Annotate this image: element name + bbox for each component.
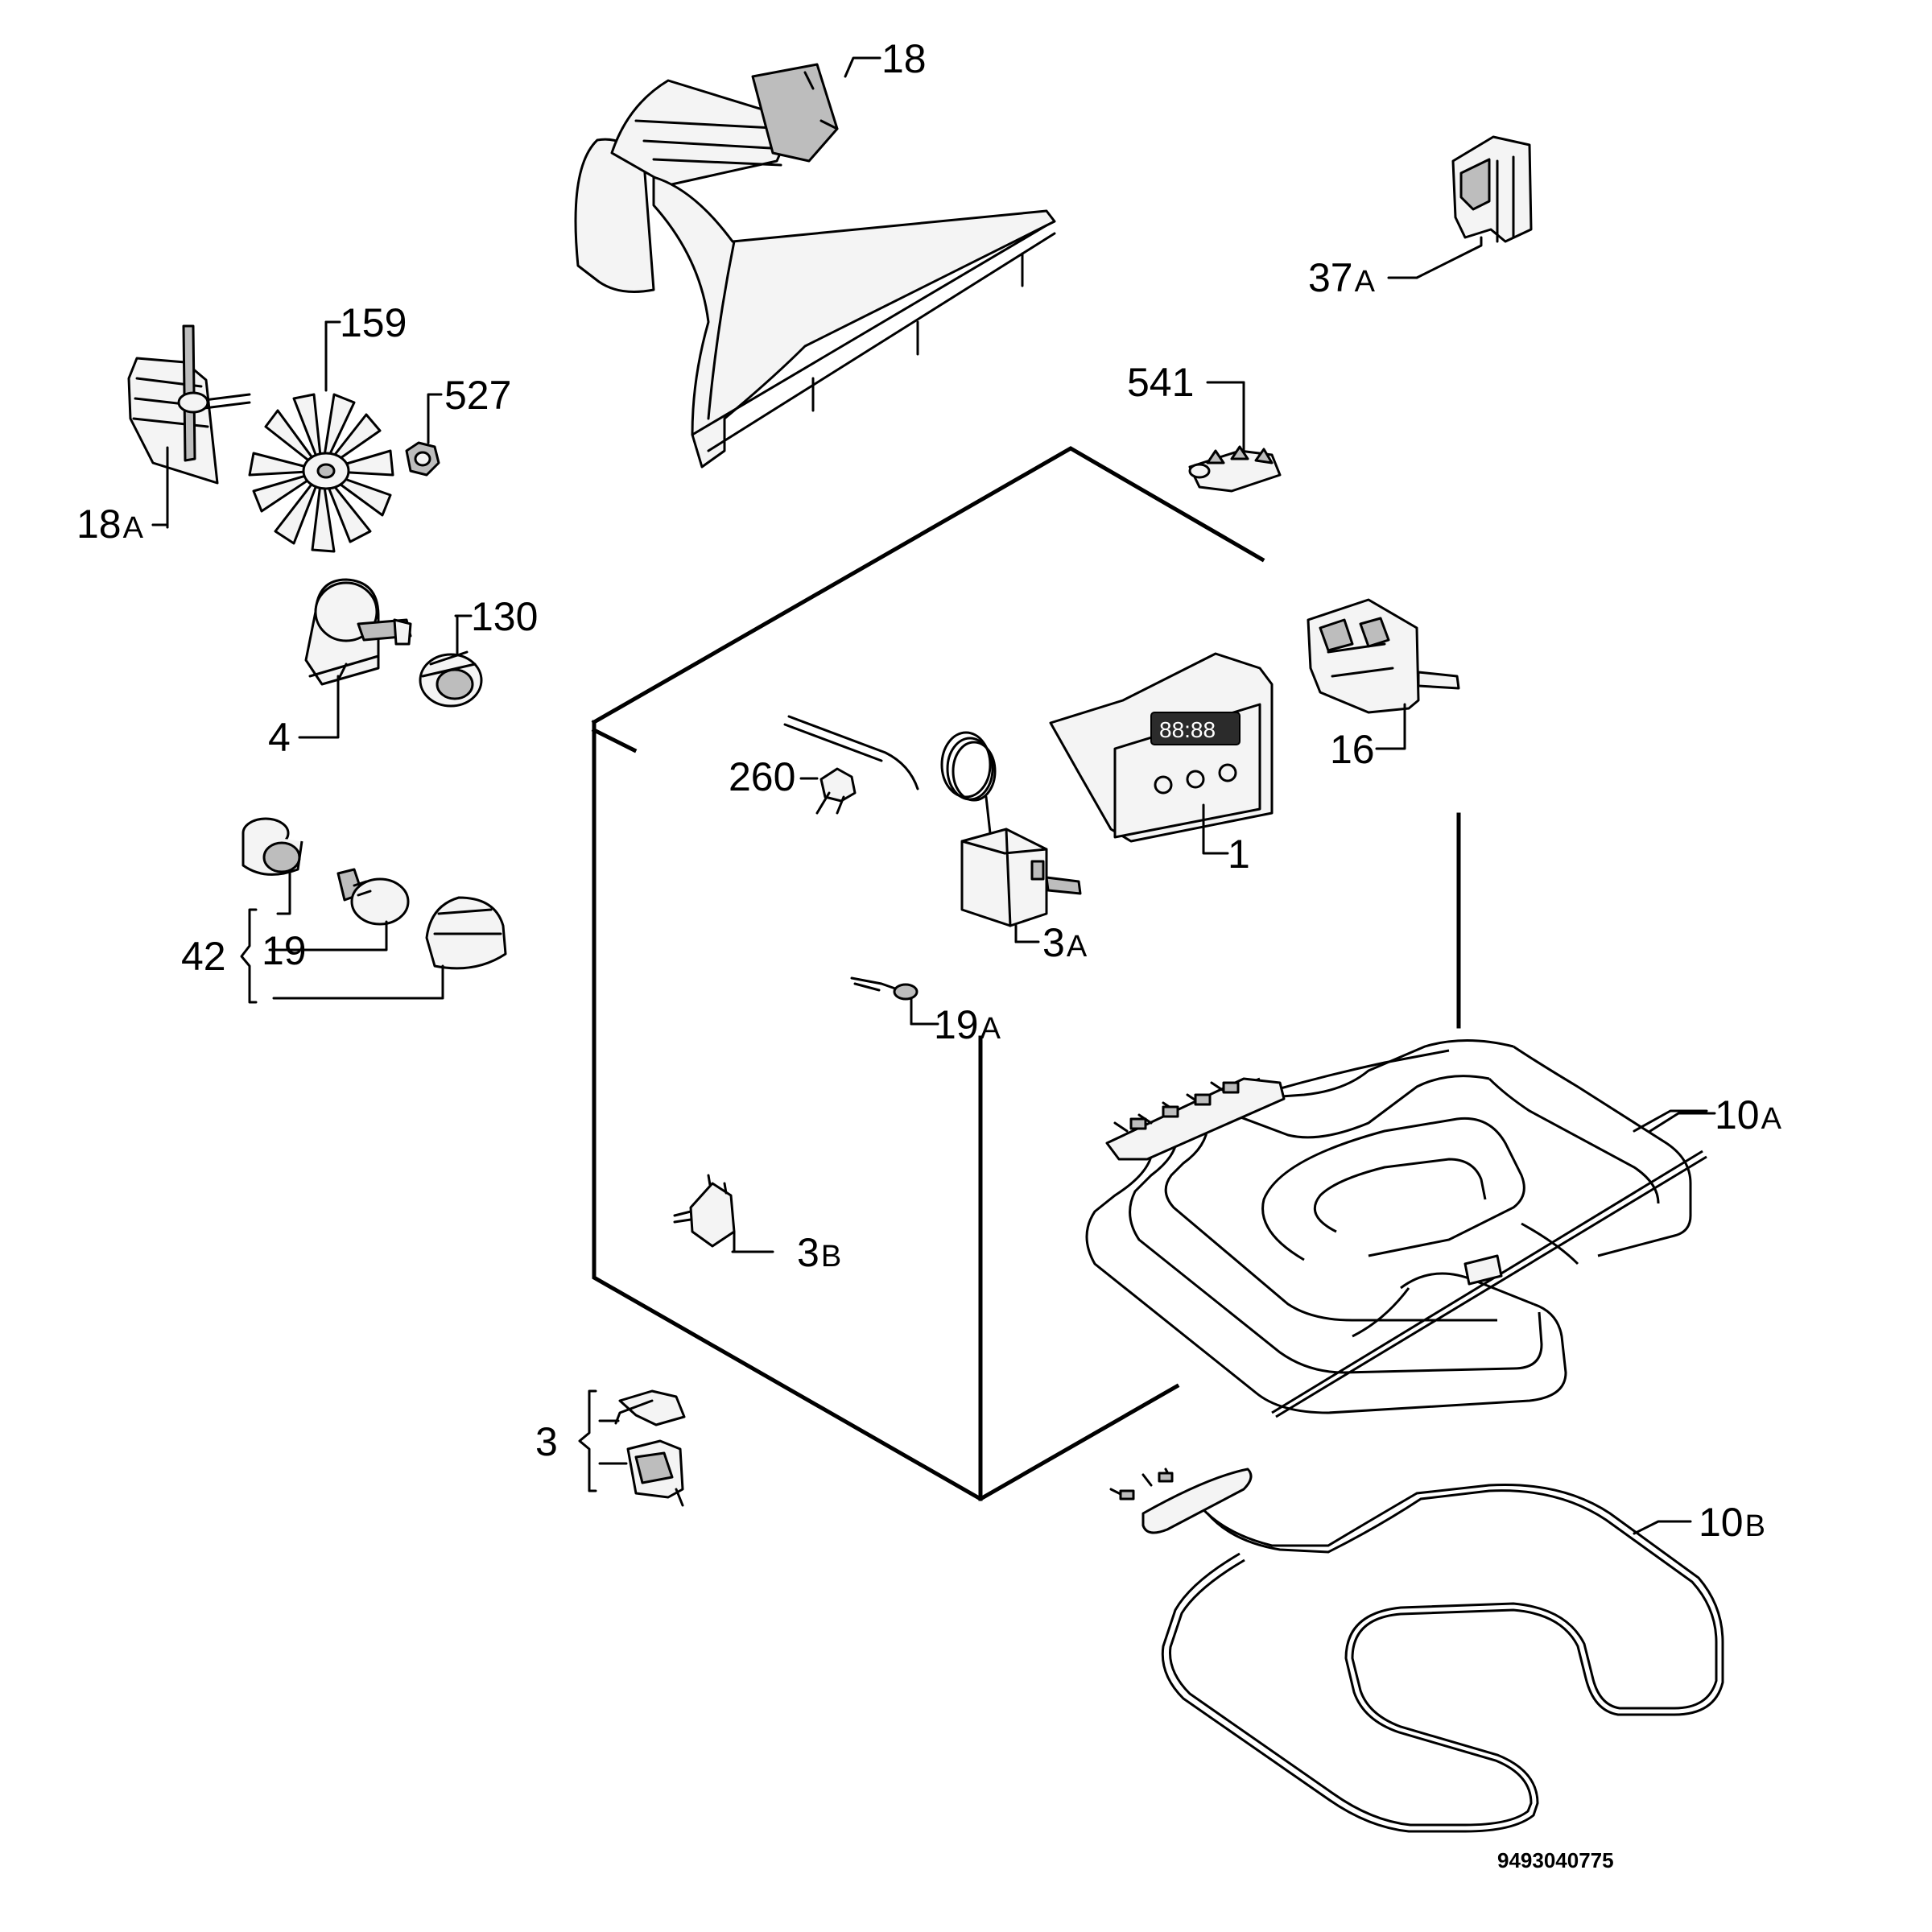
label-19A: 19A (934, 1002, 1001, 1047)
leader-18 (844, 56, 881, 78)
part-spit-motor (304, 578, 412, 738)
label-541: 541 (1127, 360, 1194, 405)
label-1: 1 (1228, 832, 1250, 877)
leader-lines (151, 320, 1245, 1026)
part-bottom-heating-element (1109, 1468, 1724, 1833)
svg-text:88:88: 88:88 (1159, 717, 1216, 742)
label-16: 16 (1330, 727, 1375, 772)
part-safety-thermostat-set (614, 1389, 686, 1507)
part-thermostat (783, 715, 1082, 943)
part-lamp-cover (272, 896, 507, 1000)
part-thermal-cutout (673, 1174, 774, 1253)
oven-cavity-outline (591, 446, 1461, 1501)
part-lamp-holder (242, 817, 303, 915)
drawing-code: 9493040775 (1497, 1848, 1614, 1872)
part-fan-nut (405, 393, 443, 477)
callout-labels: 18 18A 159 527 37A 541 4 130 16 260 1 3A… (76, 36, 1782, 1872)
label-3A: 3A (1042, 920, 1088, 965)
bracket-3 (578, 1389, 628, 1492)
label-37A: 37A (1308, 255, 1376, 300)
label-42: 42 (181, 934, 226, 979)
label-130: 130 (471, 594, 538, 639)
part-lamp-bulb (268, 868, 410, 952)
bracket-42 (240, 908, 258, 1004)
label-10B: 10B (1699, 1500, 1765, 1545)
part-selector-switch (1307, 598, 1460, 750)
label-527: 527 (444, 373, 511, 418)
label-3B: 3B (797, 1230, 841, 1275)
part-tangential-fan-duct (574, 63, 1056, 469)
part-fan-wheel (248, 320, 394, 553)
label-260: 260 (729, 754, 795, 799)
part-terminal-block (1188, 381, 1282, 493)
part-grill-heating-element (1085, 1039, 1708, 1418)
part-electronic-timer: 88:88 (1049, 652, 1274, 855)
label-3: 3 (535, 1419, 558, 1464)
part-door-switch (1415, 135, 1533, 279)
timer-display-digits: 88:88 (1159, 717, 1216, 742)
label-159: 159 (340, 300, 407, 345)
part-fan-motor (127, 324, 251, 529)
label-19: 19 (262, 928, 307, 973)
leader-10A (1649, 1112, 1716, 1133)
label-18: 18 (881, 36, 927, 81)
label-4: 4 (268, 715, 291, 760)
part-clip-pin (799, 767, 857, 815)
label-18A: 18A (76, 502, 144, 547)
label-10A: 10A (1715, 1092, 1782, 1137)
